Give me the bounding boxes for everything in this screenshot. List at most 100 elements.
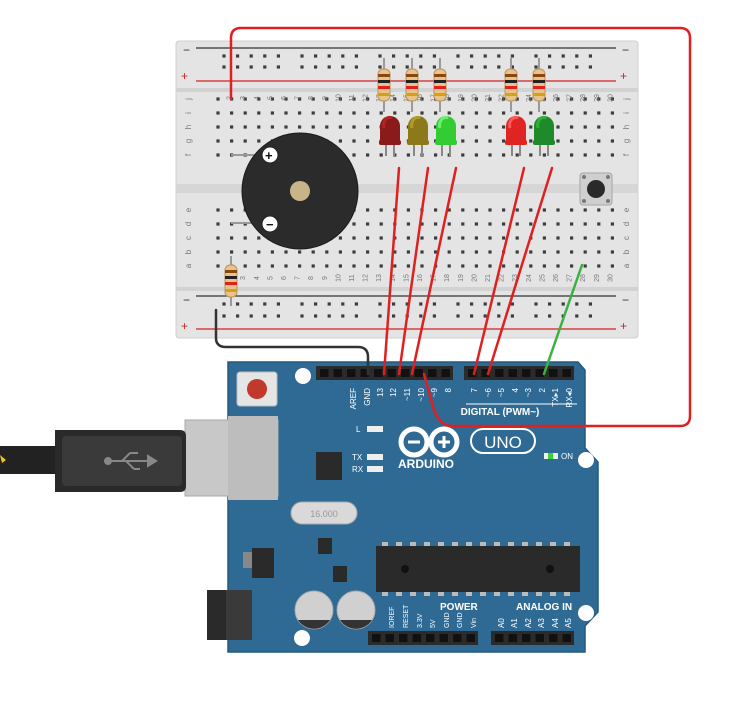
resistor-band bbox=[505, 93, 517, 96]
led bbox=[435, 115, 457, 156]
breadboard-hole bbox=[488, 139, 492, 143]
rail-hole bbox=[222, 302, 226, 306]
breadboard-hole bbox=[434, 236, 438, 240]
breadboard-hole bbox=[434, 250, 438, 254]
chip-pin bbox=[508, 542, 514, 546]
breadboard-hole bbox=[352, 236, 356, 240]
column-number: 19 bbox=[458, 94, 465, 102]
breadboard-hole bbox=[338, 139, 342, 143]
breadboard-hole bbox=[610, 250, 614, 254]
breadboard-hole bbox=[610, 139, 614, 143]
rail-hole bbox=[497, 302, 501, 306]
power-pin-label: 5V bbox=[430, 619, 437, 628]
breadboard-hole bbox=[474, 153, 478, 157]
rail-hole bbox=[327, 314, 331, 318]
capacitor bbox=[294, 590, 334, 630]
analog-pin-label: A5 bbox=[564, 618, 573, 628]
breadboard-hole bbox=[597, 97, 601, 101]
rail-hole bbox=[314, 314, 318, 318]
breadboard-hole bbox=[529, 153, 533, 157]
breadboard-hole bbox=[597, 264, 601, 268]
breadboard-hole bbox=[420, 236, 424, 240]
breadboard-hole bbox=[379, 264, 383, 268]
resistor-band bbox=[406, 74, 418, 77]
chip-pin bbox=[466, 592, 472, 596]
breadboard-hole bbox=[352, 222, 356, 226]
breadboard-hole bbox=[257, 139, 261, 143]
digital-pin-right-socket bbox=[481, 369, 490, 377]
breadboard-hole bbox=[257, 97, 261, 101]
digital-pin-left-socket bbox=[347, 369, 356, 377]
usb-port[interactable] bbox=[184, 416, 279, 500]
push-button[interactable] bbox=[579, 172, 613, 206]
breadboard-hole bbox=[230, 236, 234, 240]
rail-hole bbox=[354, 65, 358, 69]
wire-red bbox=[397, 166, 430, 376]
rail-minus-label: − bbox=[183, 43, 190, 57]
rail-hole bbox=[419, 54, 423, 58]
breadboard-hole bbox=[556, 250, 560, 254]
breadboard-hole bbox=[243, 250, 247, 254]
breadboard-hole bbox=[474, 208, 478, 212]
rail-plus-label: + bbox=[620, 319, 627, 333]
rail-hole bbox=[483, 65, 487, 69]
row-letter: f bbox=[622, 153, 631, 156]
breadboard-hole bbox=[488, 250, 492, 254]
breadboard-hole bbox=[325, 264, 329, 268]
power-pin-label: GND bbox=[457, 612, 464, 628]
rail-hole bbox=[588, 314, 592, 318]
rail-hole bbox=[575, 314, 579, 318]
piezo-buzzer[interactable]: + − bbox=[231, 132, 359, 250]
rail-hole bbox=[263, 54, 267, 58]
breadboard-hole bbox=[597, 111, 601, 115]
rail-hole bbox=[575, 302, 579, 306]
rail-hole bbox=[222, 54, 226, 58]
rail-hole bbox=[456, 302, 460, 306]
column-number: 24 bbox=[526, 94, 533, 102]
column-number: 11 bbox=[349, 94, 356, 101]
breadboard-hole bbox=[542, 250, 546, 254]
column-number: 23 bbox=[512, 274, 519, 282]
resistor-body bbox=[377, 68, 391, 102]
column-number: 9 bbox=[322, 276, 329, 280]
breadboard-hole bbox=[216, 236, 220, 240]
wire-green bbox=[542, 263, 584, 376]
rail-hole bbox=[392, 54, 396, 58]
column-number: 6 bbox=[281, 96, 288, 100]
breadboard-hole bbox=[502, 222, 506, 226]
row-letter: b bbox=[184, 249, 193, 254]
digital-pin-label: TX▸1 bbox=[551, 387, 560, 406]
resistor-body bbox=[433, 68, 447, 102]
breadboard-hole bbox=[257, 236, 261, 240]
chip-pin bbox=[564, 542, 570, 546]
power-jack[interactable] bbox=[207, 590, 252, 640]
analog-pin-socket bbox=[508, 634, 517, 642]
resistor-band bbox=[225, 270, 237, 273]
breadboard-hole bbox=[502, 97, 506, 101]
digital-pin-left-socket bbox=[414, 369, 423, 377]
breadboard-hole bbox=[529, 250, 533, 254]
rail-hole bbox=[300, 302, 304, 306]
breadboard-hole bbox=[502, 153, 506, 157]
breadboard-hole bbox=[379, 111, 383, 115]
power-pin-socket bbox=[412, 634, 421, 642]
chip-pin bbox=[536, 542, 542, 546]
small-chip bbox=[333, 566, 347, 582]
breadboard-hole bbox=[230, 139, 234, 143]
breadboard-hole bbox=[556, 222, 560, 226]
led-highlight bbox=[536, 115, 547, 129]
breadboard-hole bbox=[406, 236, 410, 240]
rail-hole bbox=[276, 65, 280, 69]
breadboard-hole bbox=[461, 125, 465, 129]
breadboard-hole bbox=[434, 222, 438, 226]
digital-pin-right-socket bbox=[549, 369, 558, 377]
breadboard-hole bbox=[366, 222, 370, 226]
reset-button[interactable] bbox=[236, 371, 278, 407]
breadboard-hole bbox=[570, 125, 574, 129]
chip-pin bbox=[410, 542, 416, 546]
breadboard-hole bbox=[570, 264, 574, 268]
rail-hole bbox=[392, 65, 396, 69]
column-number: 24 bbox=[526, 274, 533, 282]
digital-pin-label: 4 bbox=[511, 387, 520, 392]
breadboard-hole bbox=[434, 111, 438, 115]
